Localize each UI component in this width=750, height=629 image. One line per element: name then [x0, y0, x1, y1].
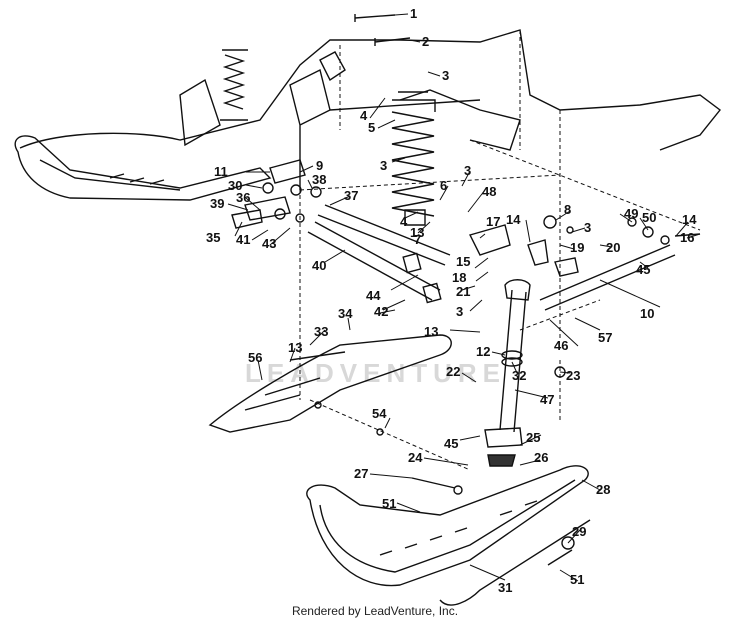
callout-label-16: 16 [680, 230, 694, 245]
watermark-text: LEADVENTURE [245, 358, 506, 388]
spindle-24 [499, 289, 527, 433]
callout-label-56: 56 [248, 350, 262, 365]
callout-label-37: 37 [344, 188, 358, 203]
callout-label-55: 55 [0, 0, 14, 3]
callout-label-38: 38 [312, 172, 326, 187]
bracket-41 [244, 196, 291, 221]
tie-rod-18 [539, 244, 676, 311]
callout-label-50: 50 [642, 210, 656, 225]
callout-label-28: 28 [596, 482, 610, 497]
callout-label-14: 14 [682, 212, 697, 227]
callout-label-21: 21 [456, 284, 470, 299]
callout-label-54: 54 [372, 406, 387, 421]
callout-label-8: 8 [564, 202, 571, 217]
callout-label-4: 4 [360, 108, 368, 123]
callout-label-29: 29 [572, 524, 586, 539]
callout-label-40: 40 [312, 258, 326, 273]
callout-label-53: 53 [0, 0, 14, 3]
callout-label-11: 11 [214, 164, 228, 179]
callout-label-13: 13 [288, 340, 302, 355]
callout-label-12: 12 [476, 344, 490, 359]
callout-label-34: 34 [338, 306, 353, 321]
callout-label-36: 36 [236, 190, 250, 205]
snowmobile-body-outline [19, 29, 721, 151]
callout-label-42: 42 [374, 304, 388, 319]
footer-credit: Rendered by LeadVenture, Inc. [291, 604, 459, 618]
callout-label-44: 44 [366, 288, 381, 303]
bolt-1 [354, 14, 396, 22]
bracket-38 [269, 159, 306, 184]
callout-label-17: 17 [486, 214, 500, 229]
callout-label-52: 52 [0, 0, 14, 3]
callout-label-41: 41 [236, 232, 250, 247]
trailing-arm-34 [307, 221, 441, 301]
callout-label-13: 13 [424, 324, 438, 339]
trailing-arm-35 [317, 204, 451, 266]
callout-label-43: 43 [262, 236, 276, 251]
callout-label-3: 3 [456, 304, 463, 319]
callout-label-26: 26 [534, 450, 548, 465]
callout-label-1: 1 [410, 6, 417, 21]
callout-label-47: 47 [540, 392, 554, 407]
callout-label-30: 30 [228, 178, 242, 193]
ski-saddle-26 [484, 427, 523, 448]
wear-pad-27 [487, 454, 516, 467]
callout-label-5: 5 [368, 120, 375, 135]
ski-31 [306, 465, 589, 587]
steering-arm-19 [527, 239, 549, 266]
callout-label-20: 20 [606, 240, 620, 255]
callout-label-57: 57 [598, 330, 612, 345]
bolt-2 [374, 37, 411, 46]
callout-label-10: 10 [640, 306, 654, 321]
ski-runner-30 [439, 519, 591, 606]
callout-label-22: 22 [446, 364, 460, 379]
callout-label-48: 48 [482, 184, 496, 199]
callout-label-25: 25 [526, 430, 540, 445]
callout-label-45: 45 [444, 436, 458, 451]
plate-40 [231, 209, 263, 229]
shock-absorber-spring [391, 111, 435, 217]
callout-label-39: 39 [210, 196, 224, 211]
callout-label-31: 31 [498, 580, 512, 595]
callout-label-49: 49 [624, 206, 638, 221]
ski-skin-53 [208, 334, 452, 433]
background-ski [14, 135, 272, 201]
callout-label-27: 27 [354, 466, 368, 481]
callout-label-7: 7 [414, 232, 421, 247]
callout-label-33: 33 [314, 324, 328, 339]
callout-label-6: 6 [440, 178, 447, 193]
callout-label-19: 19 [570, 240, 584, 255]
callout-label-51: 51 [382, 496, 396, 511]
callout-label-3: 3 [464, 163, 471, 178]
callout-label-51: 51 [570, 572, 584, 587]
background-shock-spring [220, 49, 248, 121]
callout-label-23: 23 [566, 368, 580, 383]
callout-label-46: 46 [554, 338, 568, 353]
callout-label-13: 13 [410, 225, 424, 240]
callout-label-9: 9 [316, 158, 323, 173]
callout-label-24: 24 [408, 450, 423, 465]
callout-label-15: 15 [456, 254, 470, 269]
callout-label-3: 3 [380, 158, 387, 173]
callout-label-3: 3 [442, 68, 449, 83]
callout-label-14: 14 [506, 212, 521, 227]
callout-label-3: 3 [584, 220, 591, 235]
callout-label-4: 4 [400, 214, 408, 229]
callout-label-18: 18 [452, 270, 466, 285]
callout-label-35: 35 [206, 230, 220, 245]
callout-label-32: 32 [512, 368, 526, 383]
callout-label-2: 2 [422, 34, 429, 49]
callout-label-45: 45 [636, 262, 650, 277]
